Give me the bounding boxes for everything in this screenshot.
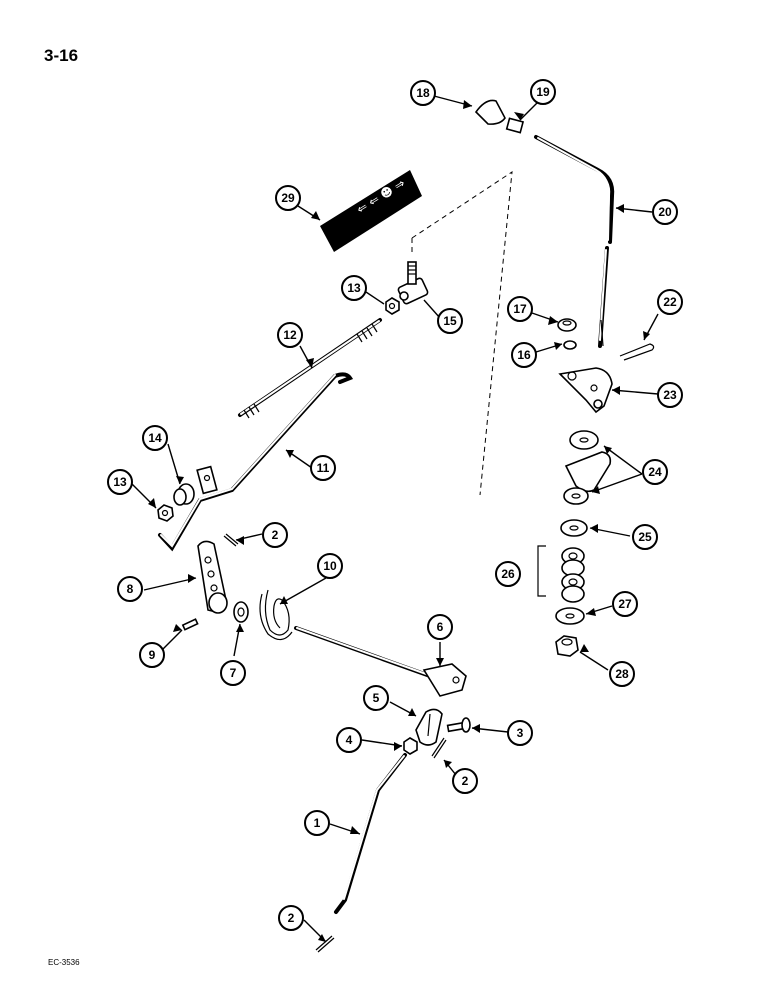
part-link-rod [334, 753, 407, 914]
part-bushing-stack [537, 545, 585, 603]
callout-22: 22 [657, 289, 683, 315]
part-jam-nut [403, 737, 418, 755]
callout-label: 2 [288, 911, 295, 925]
callout-14: 14 [142, 425, 168, 451]
part-spring [259, 589, 293, 641]
callout-24: 24 [642, 459, 668, 485]
callout-label: 5 [373, 691, 380, 705]
part-nut-lower [157, 504, 174, 522]
callout-13-lower: 13 [107, 469, 133, 495]
callout-label: 26 [501, 567, 515, 581]
callout-4: 4 [336, 727, 362, 753]
callout-label: 27 [618, 597, 632, 611]
part-washer-27 [555, 607, 585, 625]
part-cotter-pin-upper [223, 533, 239, 547]
callout-label: 23 [663, 388, 677, 402]
figure-code: EC-3536 [48, 958, 80, 967]
callout-25: 25 [632, 524, 658, 550]
callout-label: 6 [437, 620, 444, 634]
callout-26: 26 [495, 561, 521, 587]
callout-label: 8 [127, 582, 134, 596]
part-threaded-rod [238, 318, 382, 419]
callout-10: 10 [317, 553, 343, 579]
callout-5: 5 [363, 685, 389, 711]
callout-29: 29 [275, 185, 301, 211]
callout-label: 1 [314, 816, 321, 830]
part-decal: ⇐ ⇐ ☻ ⇒ [320, 170, 422, 252]
callout-3: 3 [507, 720, 533, 746]
part-bent-rod [158, 372, 354, 552]
callout-28: 28 [609, 661, 635, 687]
callout-18: 18 [410, 80, 436, 106]
part-bushing [173, 483, 195, 506]
callout-label: 2 [272, 528, 279, 542]
callout-label: 19 [536, 85, 550, 99]
part-nut-upper [385, 297, 400, 315]
part-selector-plate [558, 367, 613, 414]
part-nut-28 [555, 635, 579, 657]
callout-label: 14 [148, 431, 162, 445]
callout-11: 11 [310, 455, 336, 481]
callout-2-lower: 2 [278, 905, 304, 931]
callout-label: 16 [517, 348, 531, 362]
callout-15: 15 [437, 308, 463, 334]
callout-1: 1 [304, 810, 330, 836]
part-washer-16 [563, 340, 577, 350]
leader-lines [131, 95, 659, 943]
part-pin-9 [181, 618, 199, 631]
callout-label: 28 [615, 667, 629, 681]
callout-label: 17 [513, 302, 527, 316]
callout-23: 23 [657, 382, 683, 408]
callout-2-upper: 2 [262, 522, 288, 548]
part-sleeve [505, 117, 525, 134]
part-pivot-block [397, 261, 429, 305]
callout-label: 4 [346, 733, 353, 747]
part-washer-7 [233, 601, 249, 623]
part-clevis [415, 708, 443, 746]
part-shaft [294, 626, 467, 697]
callout-2-middle: 2 [452, 768, 478, 794]
callout-16: 16 [511, 342, 537, 368]
part-shift-lever [534, 135, 615, 348]
part-knob [474, 99, 506, 125]
callout-8: 8 [117, 576, 143, 602]
callout-label: 18 [416, 86, 430, 100]
callout-label: 25 [638, 530, 652, 544]
part-cotter-pin-lower [315, 935, 335, 953]
callout-12: 12 [277, 322, 303, 348]
callout-13-upper: 13 [341, 275, 367, 301]
part-nut-17 [557, 318, 577, 332]
phantom-outline [411, 171, 513, 496]
part-hair-pin [619, 343, 655, 361]
page-number: 3-16 [44, 46, 79, 65]
callout-6: 6 [427, 614, 453, 640]
part-washers-24 [563, 430, 612, 505]
callout-17: 17 [507, 296, 533, 322]
callout-7: 7 [220, 660, 246, 686]
callout-label: 2 [462, 774, 469, 788]
callout-label: 7 [230, 666, 237, 680]
callout-label: 13 [113, 475, 127, 489]
callout-label: 24 [648, 465, 662, 479]
callout-label: 11 [317, 461, 330, 475]
callout-27: 27 [612, 591, 638, 617]
part-clevis-pin [446, 717, 471, 733]
callout-label: 12 [283, 328, 297, 342]
callout-label: 13 [347, 281, 361, 295]
callout-label: 15 [443, 314, 457, 328]
callout-label: 20 [658, 205, 672, 219]
callout-9: 9 [139, 642, 165, 668]
callout-label: 22 [663, 295, 677, 309]
callout-20: 20 [652, 199, 678, 225]
callout-label: 10 [323, 559, 337, 573]
callout-label: 29 [281, 191, 295, 205]
part-cotter-pin-middle [431, 737, 447, 759]
callout-19: 19 [530, 79, 556, 105]
part-washer-25 [560, 519, 588, 537]
callout-label: 9 [149, 648, 156, 662]
callout-label: 3 [517, 726, 524, 740]
part-lever-plate [197, 540, 228, 614]
